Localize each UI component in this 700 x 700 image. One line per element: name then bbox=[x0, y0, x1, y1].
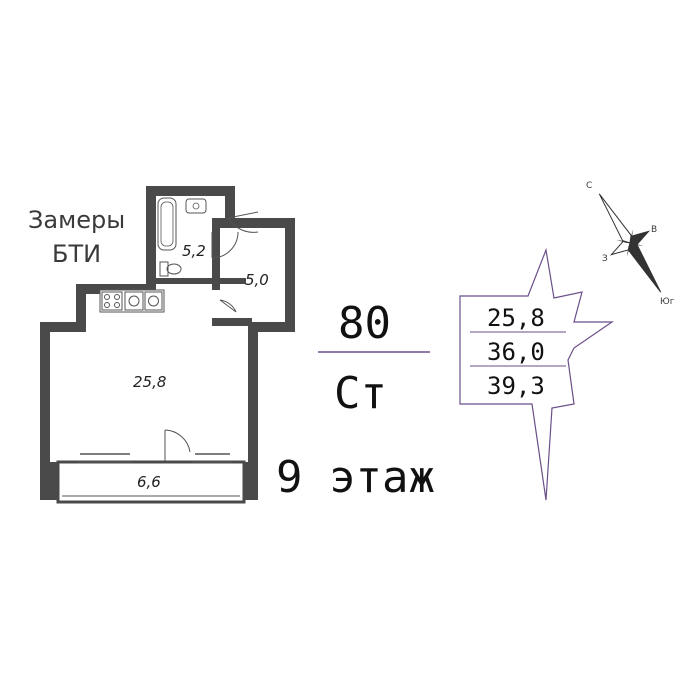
partition-hall-living bbox=[212, 318, 252, 326]
living-area-label: 25,8 bbox=[133, 373, 166, 391]
apartment-info: 80 Ст 9 этаж bbox=[276, 298, 435, 503]
balcony bbox=[56, 453, 246, 504]
washbasin-icon bbox=[185, 198, 207, 214]
floor-label: 9 этаж bbox=[276, 452, 435, 503]
kitchen-counter bbox=[99, 289, 165, 313]
oven-icon bbox=[124, 291, 144, 311]
balcony-area-label: 6,6 bbox=[137, 473, 161, 491]
compass-north-label: С bbox=[586, 181, 592, 191]
bathroom-area-label: 5,2 bbox=[182, 242, 206, 260]
compass-rose: С В З Юг bbox=[586, 181, 675, 307]
kitchen-sink-icon bbox=[144, 291, 163, 311]
compass-south-label: Юг bbox=[660, 297, 675, 307]
note-line-1: Замеры bbox=[28, 206, 125, 234]
partition-top-right bbox=[212, 218, 228, 228]
living-area-value: 25,8 bbox=[487, 304, 545, 332]
doors bbox=[164, 211, 259, 462]
area-badge: 25,8 36,0 39,3 bbox=[459, 247, 614, 501]
area-badge-outline bbox=[459, 247, 614, 501]
door-arc-bath bbox=[211, 231, 239, 259]
note-line-2: БТИ bbox=[52, 240, 101, 268]
partition-bath-kitchen bbox=[146, 278, 246, 284]
door-arc-balcony bbox=[164, 429, 191, 462]
compass-west-label: З bbox=[602, 254, 608, 264]
stove-icon bbox=[101, 291, 123, 311]
total-area-balcony-value: 39,3 bbox=[487, 372, 545, 400]
door-arc-entry bbox=[227, 211, 259, 233]
apartment-number: 80 bbox=[338, 298, 391, 349]
apartment-type: Ст bbox=[334, 368, 387, 419]
bathtub-icon bbox=[157, 197, 177, 251]
hall-area-label: 5,0 bbox=[245, 271, 269, 289]
door-arc-hall bbox=[219, 299, 237, 313]
bathroom-fixtures bbox=[157, 197, 207, 277]
compass-icon bbox=[598, 193, 662, 293]
total-area-value: 36,0 bbox=[487, 338, 545, 366]
measurement-note: Замеры БТИ bbox=[28, 206, 125, 268]
floor-plan: 5,2 5,0 25,8 6,6 bbox=[40, 186, 295, 504]
partition-bath-hall bbox=[212, 228, 220, 290]
compass-east-label: В bbox=[651, 225, 657, 235]
toilet-icon bbox=[159, 261, 169, 277]
